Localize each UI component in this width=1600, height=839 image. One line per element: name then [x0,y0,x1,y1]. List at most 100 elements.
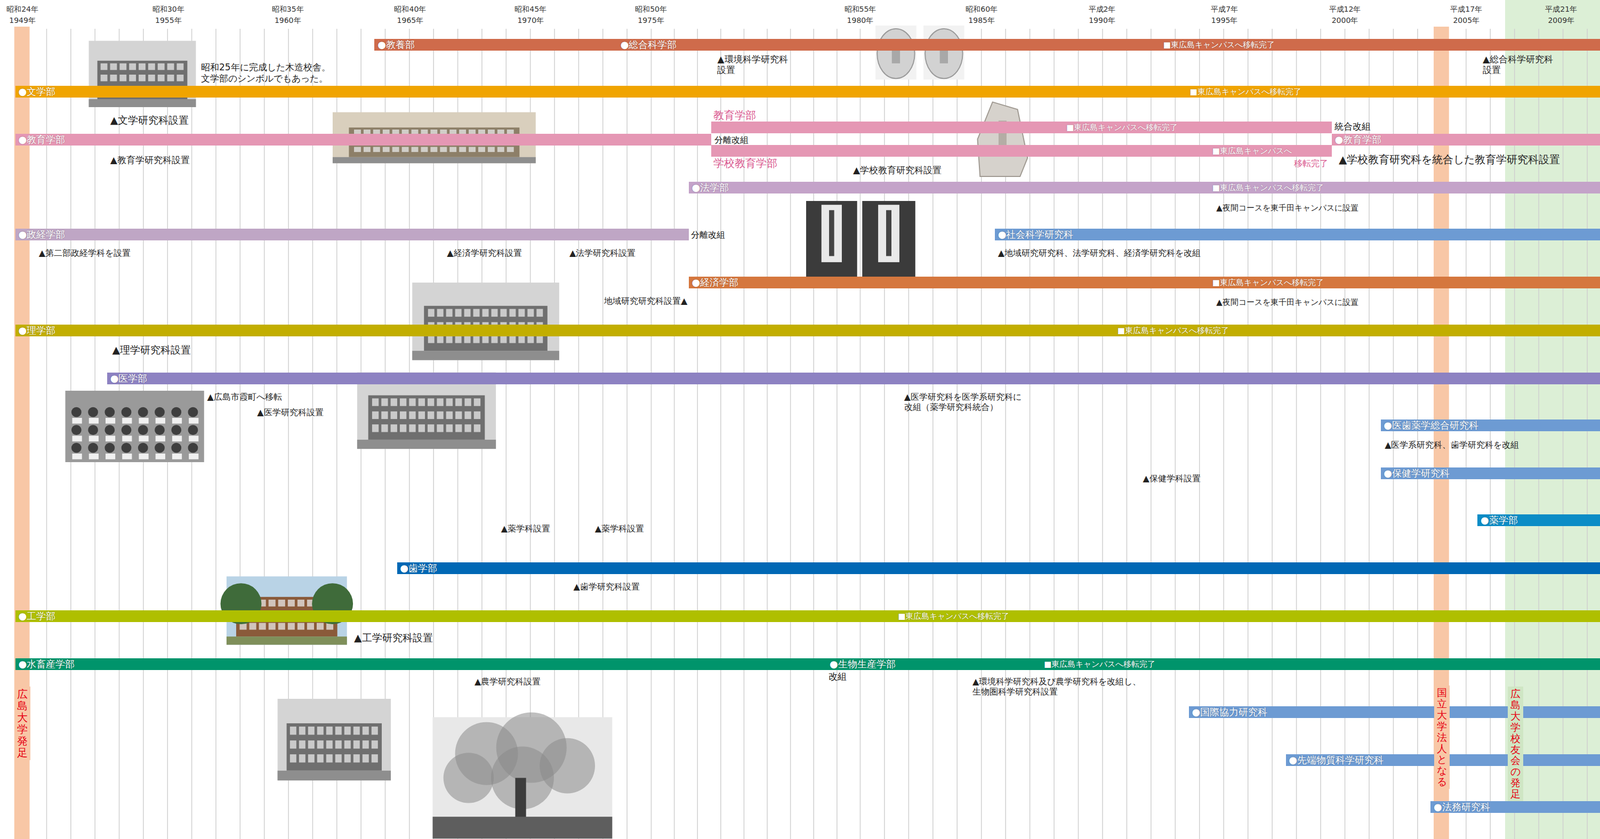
band-title: ●医学部 [110,372,148,385]
year-header: 平成12年 [1329,4,1362,14]
photo-window [392,147,400,153]
photo-window [287,599,295,607]
band-title: ●先端物質科学研究科 [1288,754,1384,767]
photo-desk [105,453,116,460]
photo-window [482,335,489,344]
year-header: 平成21年 [1545,4,1578,14]
photo-person [188,424,199,436]
year-header: 昭和60年 [965,4,998,14]
year-header: 1960年 [274,15,302,26]
photo-window [390,424,398,432]
photo-window [381,411,388,420]
photo-window [446,398,453,406]
year-gridline [215,28,217,839]
band-title: ●保健学研究科 [1383,467,1450,480]
faculty-band: ●保健学研究科 [1380,467,1600,480]
photo-bg [65,390,204,463]
photo-window [464,411,471,420]
photo-window [363,147,371,153]
photo-caption: 昭和25年に完成した木造校舎。 文学部のシンボルでもあった。 [200,61,332,84]
photo-window [427,424,434,432]
photo-window [399,411,407,420]
photo-signboard [821,204,842,263]
archive-photo [862,200,916,278]
photo-stone [877,28,915,79]
faculty-band: ●工学部■東広島キャンパスへ移転完了 [15,610,1600,623]
event-note: ▲第二部政経学科を設置 [38,247,131,259]
photo-window [354,147,361,153]
photo-person [71,407,82,418]
event-note: ▲総合科学研究科 設置 [1482,53,1558,76]
photo-window [326,740,333,749]
photo-window [326,726,333,735]
photo-window [372,411,379,420]
photo-window [536,309,543,318]
event-note: ▲理学研究科設置 [112,343,192,357]
event-note: 地域研究研究科設置▲ [604,295,688,307]
year-header: 1990年 [1088,15,1116,26]
photo-building [368,395,486,440]
event-note: ▲医学研究科を医学系研究科に 改組（薬学研究科統合） [904,391,1027,413]
photo-window [449,147,457,153]
photo-window [455,309,462,318]
photo-window [371,754,379,763]
photo-person [188,443,199,454]
campus-move-note: ■東広島キャンパスへ移転完了 [1212,181,1324,194]
photo-window [459,147,466,153]
photo-window [473,424,481,432]
photo-window [157,74,165,82]
faculty-band: ●教育学部 [1331,133,1600,146]
photo-window [536,335,543,344]
photo-window [428,309,435,318]
photo-window [335,754,342,763]
photo-window [455,335,462,344]
faculty-band: 学校教育学部■東広島キャンパスへ [711,145,1332,157]
event-note: ▲教育学研究科設置 [110,154,190,166]
event-note: ▲医学研究科設置 [256,407,324,418]
photo-window [390,411,398,420]
campus-move-note: ■東広島キャンパスへ移転完了 [1117,324,1229,337]
photo-window [446,424,453,432]
photo-desk [188,453,199,460]
photo-window [418,398,425,406]
photo-window [278,623,286,631]
photo-window [427,411,434,420]
photo-person [138,407,149,418]
band-title: ●社会科学研究科 [998,228,1074,241]
photo-signboard [878,204,900,263]
photo-window [119,63,127,70]
photo-person [171,424,182,436]
photo-desk [155,435,166,442]
photo-window [317,754,324,763]
photo-desk [188,435,199,442]
archive-photo [875,25,917,80]
photo-window [473,411,481,420]
faculty-band: ●文学部■東広島キャンパスへ移転完了 [15,85,1600,98]
band-title: ●歯学部 [399,562,438,575]
photo-ground [332,157,536,164]
faculty-band: ●教育学部 [15,133,712,146]
band-title: ●教養部 [377,38,415,51]
photo-sky [412,282,560,360]
photo-window [372,424,379,432]
photo-window [167,74,175,82]
photo-person [154,443,165,454]
photo-person [87,424,99,436]
band-title: ●政経学部 [18,228,66,241]
photo-desk [172,453,182,460]
photo-desk [72,417,83,424]
campus-move-note: ■東広島キャンパスへ [1212,145,1292,157]
faculty-band: ●生物生産学部■東広島キャンパスへ移転完了 [826,658,1600,671]
faculty-band: ●水畜産学部 [15,658,827,671]
photo-window [468,147,476,153]
photo-window [437,335,444,344]
year-header: 1985年 [968,15,995,26]
photo-desk [138,453,149,460]
photo-window [518,309,525,318]
band-title: ●教育学部 [1334,133,1382,146]
photo-window [326,754,333,763]
photo-window [371,726,379,735]
photo-person [121,407,132,418]
campus-move-note: ■東広島キャンパスへ移転完了 [1212,276,1324,289]
archive-photo [806,200,858,278]
